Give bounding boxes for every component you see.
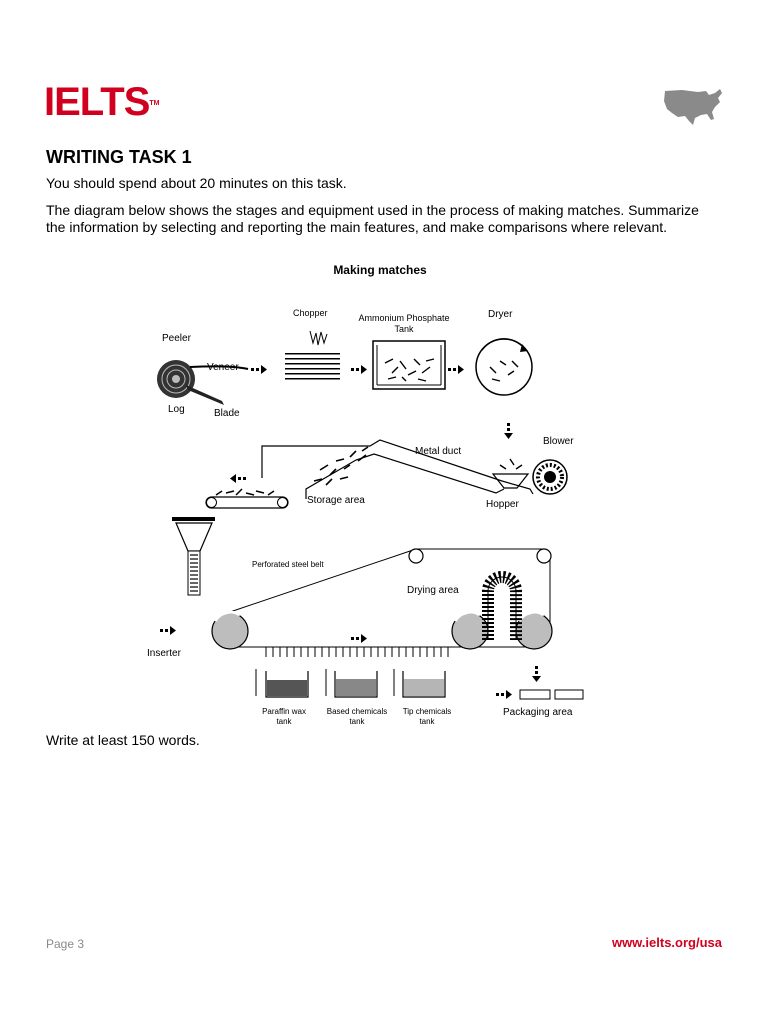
packaging-area-label: Packaging area <box>503 707 573 718</box>
ammonium-phosphate-tank <box>372 340 446 390</box>
peeler-label: Peeler <box>162 333 192 344</box>
paraffin-label-line2: tank <box>276 717 292 726</box>
blade-label: Blade <box>214 408 240 419</box>
task-prompt: The diagram below shows the stages and e… <box>46 202 699 235</box>
hopper <box>491 458 530 489</box>
metal-duct-label: Metal duct <box>415 446 461 457</box>
arrow-right-icon <box>351 365 367 374</box>
belt-bristles <box>265 647 449 657</box>
tip-chemicals-label-line2: tank <box>419 717 435 726</box>
task-title: WRITING TASK 1 <box>46 147 192 167</box>
blower-label: Blower <box>543 436 574 447</box>
arrow-left-icon <box>230 474 246 483</box>
peeler <box>157 360 249 405</box>
blower <box>532 459 568 495</box>
time-instruction: You should spend about 20 minutes on thi… <box>46 175 347 191</box>
drying-area-label: Drying area <box>407 585 459 596</box>
log-label: Log <box>168 404 185 415</box>
chopper-label: Chopper <box>293 308 328 318</box>
based-chemicals-tank <box>325 669 378 698</box>
veneer-label: Veneer <box>207 362 239 373</box>
hopper-label: Hopper <box>486 499 519 510</box>
ielts-logo: IELTSTM <box>44 82 159 122</box>
trademark-mark: TM <box>149 100 160 107</box>
dryer <box>475 338 533 396</box>
perforated-belt-label: Perforated steel belt <box>252 560 324 569</box>
drive-roller <box>211 610 249 650</box>
arrow-down-icon <box>532 666 541 682</box>
inserter-funnel <box>172 517 215 596</box>
making-matches-diagram: Making matches Peeler Veneer Log Blade C… <box>147 263 584 726</box>
drying-loop <box>482 571 522 640</box>
paraffin-label-line1: Paraffin wax <box>262 707 306 716</box>
tip-chemicals-label-line1: Tip chemicals <box>403 707 452 716</box>
packaging-boxes <box>519 689 584 700</box>
dryer-label: Dryer <box>488 309 513 320</box>
arrow-right-icon <box>351 634 367 643</box>
tip-chemicals-tank <box>393 669 446 698</box>
arrow-right-icon <box>160 626 176 635</box>
matches-in-duct <box>313 446 369 486</box>
usa-map-icon <box>664 89 722 125</box>
ammonium-label-line1: Ammonium Phosphate <box>358 313 449 323</box>
paraffin-wax-tank <box>255 669 309 698</box>
logo-text: IELTS <box>44 80 150 124</box>
arrow-down-icon <box>504 423 513 439</box>
arrow-right-icon <box>251 365 267 374</box>
inserter-label: Inserter <box>147 648 182 659</box>
storage-conveyor <box>205 488 289 509</box>
arrow-right-icon <box>448 365 464 374</box>
diagram-title: Making matches <box>333 263 427 277</box>
ammonium-label-line2: Tank <box>394 324 414 334</box>
belt-roller <box>408 548 424 564</box>
based-chemicals-label-line1: Based chemicals <box>327 707 387 716</box>
based-chemicals-label-line2: tank <box>349 717 365 726</box>
chopper <box>285 330 340 380</box>
website-link[interactable]: www.ielts.org/usa <box>611 935 722 950</box>
metal-duct <box>261 439 534 499</box>
belt-roller <box>536 548 552 564</box>
storage-area-label: Storage area <box>307 495 365 506</box>
page-number: Page 3 <box>46 937 85 951</box>
word-limit: Write at least 150 words. <box>46 732 200 748</box>
arrow-right-icon <box>496 690 512 699</box>
